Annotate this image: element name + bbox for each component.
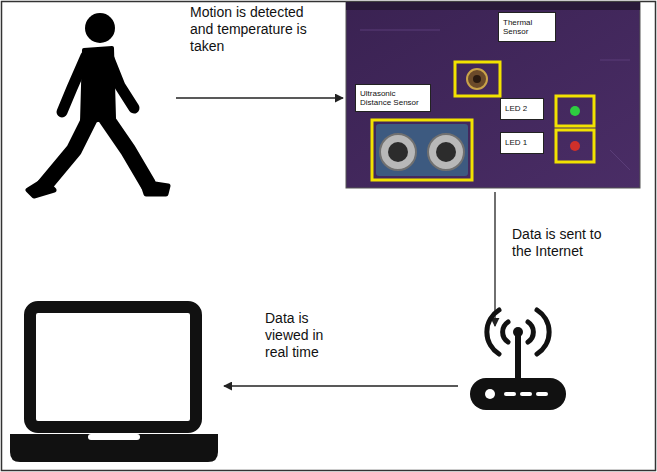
thermal-sensor-lens: [473, 75, 481, 83]
ultrasonic-transducer: [380, 134, 416, 170]
signal-wave: [537, 310, 549, 354]
part-label: Ultrasonic Distance Sensor: [355, 84, 431, 112]
arrow-router-to-laptop: [224, 385, 458, 386]
board-trace: [360, 30, 440, 31]
highlight-box: [455, 62, 500, 96]
walking-person: [28, 13, 168, 196]
part-label: Thermal Sensor: [498, 12, 556, 42]
person-head: [85, 13, 115, 43]
part-name: Ultrasonic Distance Sensor: [360, 89, 424, 107]
board-edge: [346, 2, 640, 10]
highlight-box: [556, 96, 594, 126]
signal-wave: [503, 322, 508, 342]
person-back-foot: [28, 180, 54, 196]
person-front-arm: [108, 56, 134, 108]
person-back-arm: [62, 56, 86, 112]
part-name: LED 1: [505, 138, 537, 147]
board-trace: [600, 60, 630, 61]
antenna: [515, 332, 521, 380]
person-back-leg: [44, 118, 90, 186]
person-front-foot: [142, 182, 168, 194]
laptop-screen: [30, 307, 196, 427]
board-photo: [346, 2, 640, 188]
thermal-sensor: [467, 69, 487, 89]
router-light: [506, 392, 514, 396]
router-icon: [470, 310, 566, 410]
arrow-board-to-router: [494, 192, 495, 326]
step-note: Motion is detected and temperature is ta…: [190, 4, 330, 54]
person-front-leg: [106, 118, 148, 184]
board-trace: [610, 150, 630, 170]
router-light: [522, 392, 530, 396]
router-body: [470, 378, 566, 410]
green-led: [570, 106, 580, 116]
ultrasonic-mesh: [388, 142, 408, 162]
router-light: [538, 392, 546, 396]
signal-wave: [487, 310, 499, 354]
ultrasonic-mesh: [436, 142, 456, 162]
router-light: [485, 389, 495, 399]
sensor-board: [346, 2, 640, 188]
highlight-box: [372, 120, 472, 180]
arrow-person-to-board: [176, 97, 343, 98]
part-name: LED 2: [505, 104, 537, 113]
part-name: Thermal Sensor: [503, 18, 549, 36]
red-led: [570, 141, 580, 151]
laptop-icon: [10, 307, 218, 462]
step-note: Data is sent to the Internet: [512, 226, 624, 260]
step-note: Data is viewed in real time: [265, 310, 339, 360]
ultrasonic-transducer: [428, 134, 464, 170]
laptop-notch: [88, 434, 140, 440]
highlight-box: [556, 130, 594, 162]
part-label: LED 2: [500, 98, 544, 120]
part-label: LED 1: [500, 132, 544, 154]
signal-wave: [528, 322, 533, 342]
ultrasonic-pcb: [376, 124, 468, 176]
laptop-base: [10, 434, 218, 462]
